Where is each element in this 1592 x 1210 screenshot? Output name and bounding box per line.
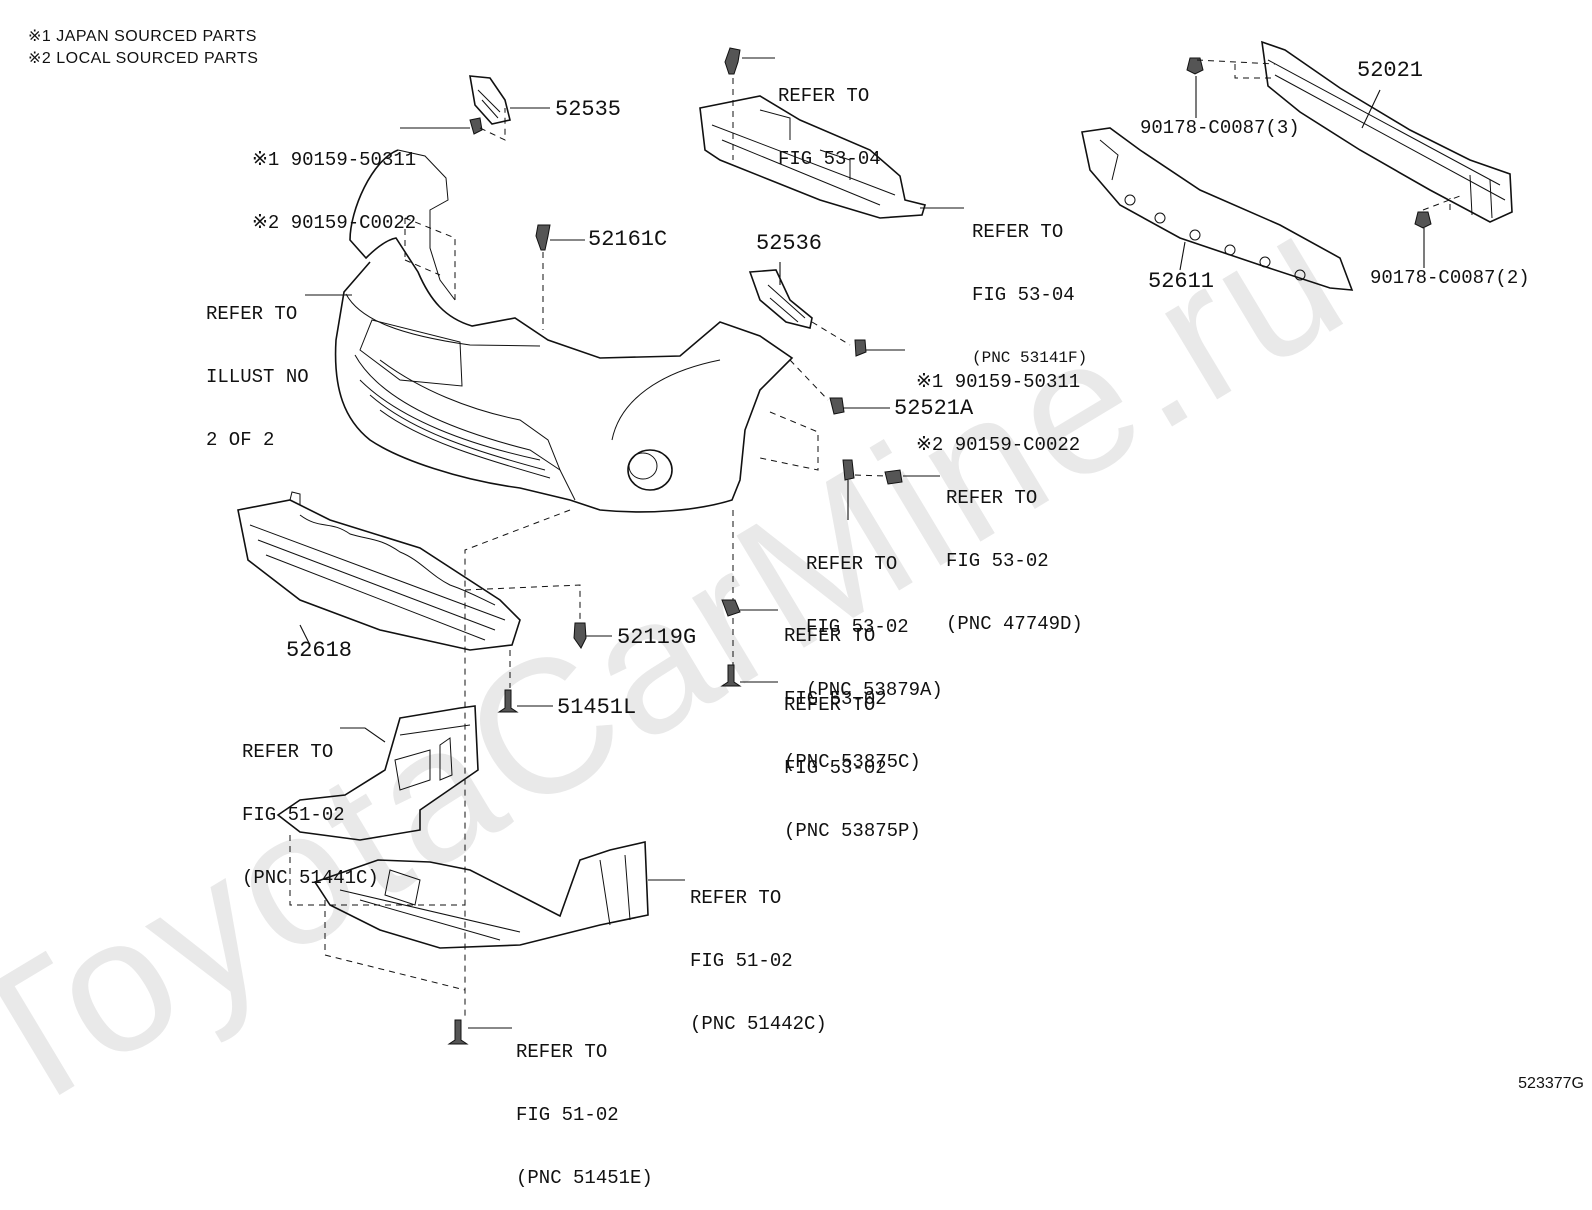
clip-52119g-icon [573, 622, 587, 649]
clip-line: ※2 90159-C0022 [252, 212, 417, 234]
ref-illust-2of2[interactable]: REFER TO ILLUST NO 2 OF 2 [206, 262, 309, 472]
ref-line: (PNC 47749D) [946, 613, 1083, 635]
ref-line: (PNC 51451E) [516, 1167, 653, 1189]
bracket-52536-shape [748, 269, 813, 329]
ref-line: REFER TO [206, 303, 298, 325]
part-52521a[interactable]: 52521A [894, 396, 974, 421]
clip-90159-right-icon [854, 339, 867, 357]
part-51451l[interactable]: 51451L [557, 695, 637, 720]
under-cover-51442c-shape [313, 841, 649, 949]
assembly-lines [289, 59, 1461, 1018]
part-52611[interactable]: 52611 [1148, 269, 1215, 294]
ref-line: FIG 53-02 [784, 757, 887, 779]
clip-52161c-icon [535, 224, 551, 251]
ref-line: REFER TO [784, 694, 876, 716]
ref-pnc-53875p[interactable]: REFER TO FIG 53-02 (PNC 53875P) [784, 653, 921, 863]
ref-line: FIG 53-04 [972, 284, 1075, 306]
ref-line: FIG 53-02 [946, 550, 1049, 572]
ref-line: (PNC 51442C) [690, 1013, 827, 1035]
ref-pnc-53875c[interactable]: REFER TO FIG 53-02 (PNC 53875C) [784, 584, 921, 794]
illustration-code: 523377G [1518, 1075, 1584, 1092]
clip-90159-left-icon [469, 117, 483, 135]
ref-pnc-51442c[interactable]: REFER TO FIG 51-02 (PNC 51442C) [690, 846, 827, 1056]
clip-right-partnos[interactable]: ※1 90159-50311 ※2 90159-C0022 [916, 330, 1080, 477]
ref-line: REFER TO [516, 1041, 608, 1063]
nut-90178-c0087-3[interactable]: 90178-C0087(3) [1140, 117, 1300, 139]
bolt-51451l-icon [497, 689, 519, 713]
clip-top-icon [724, 47, 741, 75]
bracket-53879a-icon [842, 459, 855, 481]
ref-line: FIG 53-02 [784, 688, 887, 710]
clip-line: ※2 90159-C0022 [916, 434, 1081, 456]
ref-pnc-51451e[interactable]: REFER TO FIG 51-02 (PNC 51451E) [516, 1000, 653, 1210]
ref-line: (PNC 53141F) [972, 349, 1088, 367]
part-52618[interactable]: 52618 [286, 638, 353, 663]
ref-pnc-47749d[interactable]: REFER TO FIG 53-02 (PNC 47749D) [946, 446, 1083, 656]
ref-line: 2 OF 2 [206, 429, 275, 451]
absorber-52611-shape [1081, 127, 1354, 291]
note-local-sourced: ※2 LOCAL SOURCED PARTS [28, 50, 259, 67]
ref-line: (PNC 53875P) [784, 820, 921, 842]
part-52618-shape [237, 491, 521, 651]
fasteners [447, 47, 1432, 1045]
ref-line: REFER TO [784, 625, 876, 647]
ref-line: FIG 51-02 [242, 804, 345, 826]
ref-line: FIG 53-04 [778, 148, 881, 170]
ref-line: REFER TO [946, 487, 1038, 509]
ref-line: REFER TO [778, 85, 870, 107]
bolt-53875p-icon [720, 664, 742, 687]
bracket-52535-shape [469, 75, 511, 125]
bolt-51451e-icon [447, 1019, 469, 1045]
part-52119g[interactable]: 52119G [617, 625, 697, 650]
ref-fig-5304-shield[interactable]: REFER TO FIG 53-04 (PNC 53141F) [972, 180, 1087, 390]
ref-line: FIG 51-02 [690, 950, 793, 972]
ref-line: (PNC 53875C) [784, 751, 921, 773]
part-52021[interactable]: 52021 [1357, 58, 1424, 83]
nut-upper-icon [1186, 57, 1204, 75]
part-52161c[interactable]: 52161C [588, 227, 668, 252]
under-cover-51441c-shape [276, 705, 479, 841]
bumper-cover [334, 149, 794, 513]
ref-line: FIG 53-02 [806, 616, 909, 638]
clip-line: ※1 90159-50311 [252, 149, 417, 171]
ref-pnc-51441c[interactable]: REFER TO FIG 51-02 (PNC 51441C) [242, 700, 379, 910]
clip-52521a-icon [829, 397, 845, 415]
note-japan-sourced: ※1 JAPAN SOURCED PARTS [28, 28, 257, 45]
ref-fig-5304-top[interactable]: REFER TO FIG 53-04 [778, 44, 881, 191]
nut-90178-c0087-2[interactable]: 90178-C0087(2) [1370, 267, 1530, 289]
nut-lower-icon [1414, 211, 1432, 229]
leader-lines [299, 57, 1425, 1029]
ref-line: (PNC 51441C) [242, 867, 379, 889]
reinforcement-52021-shape [1261, 40, 1513, 223]
ref-line: (PNC 53879A) [806, 679, 943, 701]
screw-47749d-icon [884, 469, 903, 485]
ref-line: REFER TO [806, 553, 898, 575]
parts-diagram [237, 40, 1513, 1045]
ref-line: ILLUST NO [206, 366, 309, 388]
clip-top-partnos[interactable]: ※1 90159-50311 ※2 90159-C0022 [252, 108, 416, 255]
part-52535[interactable]: 52535 [555, 97, 622, 122]
shield-53141f-shape [699, 95, 927, 219]
clip-line: ※1 90159-50311 [916, 371, 1081, 393]
clip-53875c-icon [721, 599, 741, 617]
part-52536[interactable]: 52536 [756, 231, 823, 256]
ref-line: FIG 51-02 [516, 1104, 619, 1126]
ref-pnc-53879a[interactable]: REFER TO FIG 53-02 (PNC 53879A) [806, 512, 943, 722]
ref-line: REFER TO [690, 887, 782, 909]
ref-line: REFER TO [972, 221, 1064, 243]
ref-line: REFER TO [242, 741, 334, 763]
